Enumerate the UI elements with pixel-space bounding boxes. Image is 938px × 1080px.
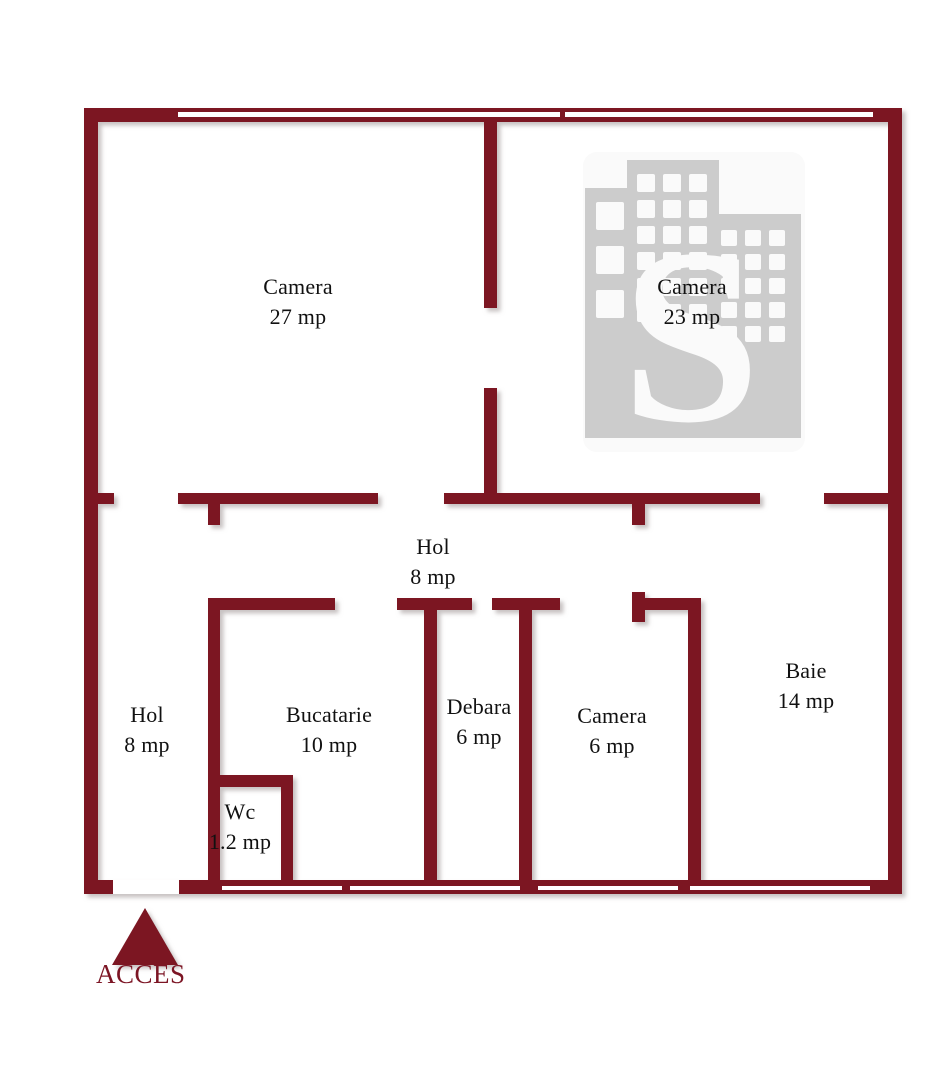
- room-label-baie-14: Baie 14 mp: [778, 656, 835, 717]
- room-label-bucatarie-10: Bucatarie 10 mp: [286, 700, 372, 761]
- room-name: Hol: [130, 702, 164, 727]
- room-label-debara-6: Debara 6 mp: [447, 692, 512, 753]
- room-label-wc-1-2: Wc 1.2 mp: [209, 797, 271, 858]
- wall-segment: [444, 493, 760, 504]
- room-area: 23 mp: [663, 304, 721, 330]
- window-opening: [222, 886, 342, 890]
- acces-label: ACCES: [96, 959, 186, 989]
- room-label-camera-23: Camera 23 mp: [657, 272, 727, 333]
- room-name: Wc: [224, 799, 256, 824]
- wall-segment: [424, 610, 437, 894]
- room-name: Baie: [785, 658, 827, 683]
- window-opening: [440, 886, 520, 890]
- room-label-camera-6: Camera 6 mp: [577, 701, 647, 762]
- window-group: [113, 112, 873, 894]
- room-area: 6 mp: [456, 724, 502, 750]
- room-area: 10 mp: [300, 732, 358, 758]
- room-name: Camera: [263, 274, 333, 299]
- room-area: 8 mp: [410, 564, 456, 590]
- wall-segment: [397, 598, 472, 610]
- window-opening: [350, 886, 470, 890]
- room-area: 27 mp: [269, 304, 327, 330]
- wall-segment: [84, 493, 114, 504]
- window-opening: [690, 886, 870, 890]
- room-area: 8 mp: [124, 732, 170, 758]
- wall-segment: [208, 493, 220, 525]
- room-name: Debara: [446, 694, 512, 719]
- wall-segment: [688, 598, 701, 894]
- window-opening: [538, 886, 678, 890]
- room-area: 1.2 mp: [208, 829, 272, 855]
- wall-segment: [208, 598, 335, 610]
- room-name: Camera: [577, 703, 647, 728]
- wall-segment: [484, 112, 497, 308]
- room-area: 14 mp: [777, 688, 835, 714]
- wall-segment: [178, 493, 378, 504]
- wall-segment: [632, 598, 700, 610]
- window-opening: [178, 112, 560, 117]
- wall-segment: [824, 493, 902, 504]
- room-name: Hol: [416, 534, 450, 559]
- wall-segment: [492, 598, 560, 610]
- room-label-hol-8-mid: Hol 8 mp: [410, 532, 455, 593]
- wall-group: [84, 108, 902, 894]
- room-area: 6 mp: [589, 733, 635, 759]
- room-label-camera-27: Camera 27 mp: [263, 272, 333, 333]
- wall-segment: [484, 388, 497, 503]
- window-opening: [113, 880, 179, 894]
- room-name: Camera: [657, 274, 727, 299]
- wall-segment: [519, 610, 532, 894]
- room-label-hol-8-left: Hol 8 mp: [124, 700, 169, 761]
- wall-segment: [632, 493, 645, 525]
- room-name: Bucatarie: [285, 702, 373, 727]
- window-opening: [565, 112, 873, 117]
- wall-segment: [208, 775, 293, 787]
- wall-segment: [208, 598, 220, 894]
- wall-segment: [281, 775, 293, 894]
